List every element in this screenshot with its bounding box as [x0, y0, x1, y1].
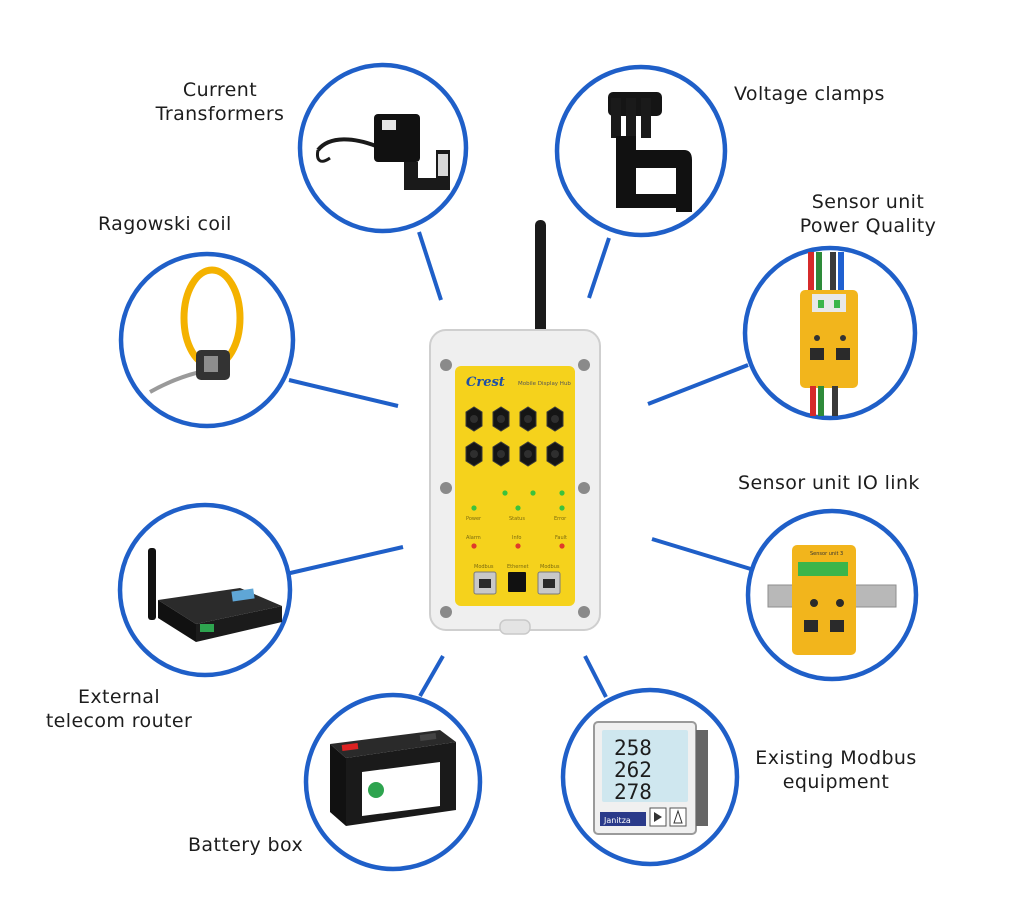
meter-brand: Janitza	[603, 816, 631, 825]
hub-green-leds	[471, 490, 565, 511]
meter-value-2: 262	[614, 758, 652, 782]
sensor-unit-power-quality-image	[800, 252, 858, 416]
label-line: Ragowski coil	[98, 213, 232, 235]
hub-alarm-label: Info	[512, 535, 521, 541]
modbus-meter-image: 258 262 278 Janitza	[593, 721, 708, 835]
hub-port-label: Modbus	[540, 564, 560, 570]
voltage-clamp-image	[608, 92, 692, 212]
battery-image	[330, 730, 456, 826]
label-battery-box: Battery box	[188, 833, 303, 857]
hub-alarm-label: Alarm	[466, 535, 481, 541]
hub-port-ethernet	[508, 572, 526, 592]
label-sensor-unit-power-quality: Sensor unit Power Quality	[790, 190, 946, 238]
circle-router	[117, 502, 293, 678]
meter-value-3: 278	[614, 780, 652, 804]
label-line: Transformers	[155, 103, 285, 125]
connector-modbus	[583, 655, 608, 698]
label-line: Power Quality	[799, 215, 937, 237]
hub-port-label: Ethernet	[507, 564, 529, 570]
hub-antenna	[535, 220, 546, 350]
hub-red-leds	[471, 543, 565, 549]
central-hub: Crest Mobile Display Hub Power Status Er…	[429, 220, 601, 635]
label-line: External	[77, 686, 161, 708]
label-line: Sensor unit	[811, 191, 925, 213]
label-voltage-clamps: Voltage clamps	[734, 82, 885, 106]
label-existing-modbus-equipment: Existing Modbus equipment	[746, 746, 926, 794]
connector-current-transformers	[417, 231, 443, 301]
label-line: Battery box	[188, 834, 304, 856]
hub-brand: Crest	[466, 375, 505, 390]
hub-status-label: Power	[466, 516, 482, 522]
router-image	[148, 548, 282, 642]
sensor-unit-io-link-image: Sensor unit 3	[767, 545, 897, 655]
connector-ragowski-coil	[288, 378, 399, 408]
label-line: Voltage clamps	[734, 83, 885, 105]
ragowski-coil-image	[149, 266, 244, 394]
hub-yellow-panel	[455, 366, 575, 606]
meter-value-1: 258	[614, 736, 652, 760]
label-external-telecom-router: External telecom router	[36, 685, 202, 733]
hub-status-label: Status	[509, 516, 525, 522]
label-line: equipment	[782, 771, 890, 793]
label-line: Current	[182, 79, 258, 101]
label-current-transformers: Current Transformers	[150, 78, 290, 126]
current-transformer-image	[316, 114, 450, 190]
connector-io-link	[651, 537, 755, 572]
connector-battery	[418, 655, 445, 697]
connector-router	[285, 545, 404, 576]
hub-subtitle: Mobile Display Hub	[518, 381, 571, 387]
label-ragowski-coil: Ragowski coil	[98, 212, 232, 236]
io-device-text: Sensor unit 3	[810, 551, 843, 557]
hub-status-label: Error	[554, 516, 567, 522]
connector-lines	[285, 231, 755, 698]
hub-alarm-label: Fault	[555, 535, 567, 541]
connector-power-quality	[647, 363, 749, 406]
label-line: Sensor unit IO link	[738, 472, 920, 494]
label-sensor-unit-io-link: Sensor unit IO link	[738, 471, 920, 495]
label-line: telecom router	[45, 710, 193, 732]
hub-port-label: Modbus	[474, 564, 494, 570]
connector-voltage-clamps	[587, 237, 611, 299]
label-line: Existing Modbus	[755, 747, 917, 769]
circle-ragowski-coil	[118, 251, 296, 429]
